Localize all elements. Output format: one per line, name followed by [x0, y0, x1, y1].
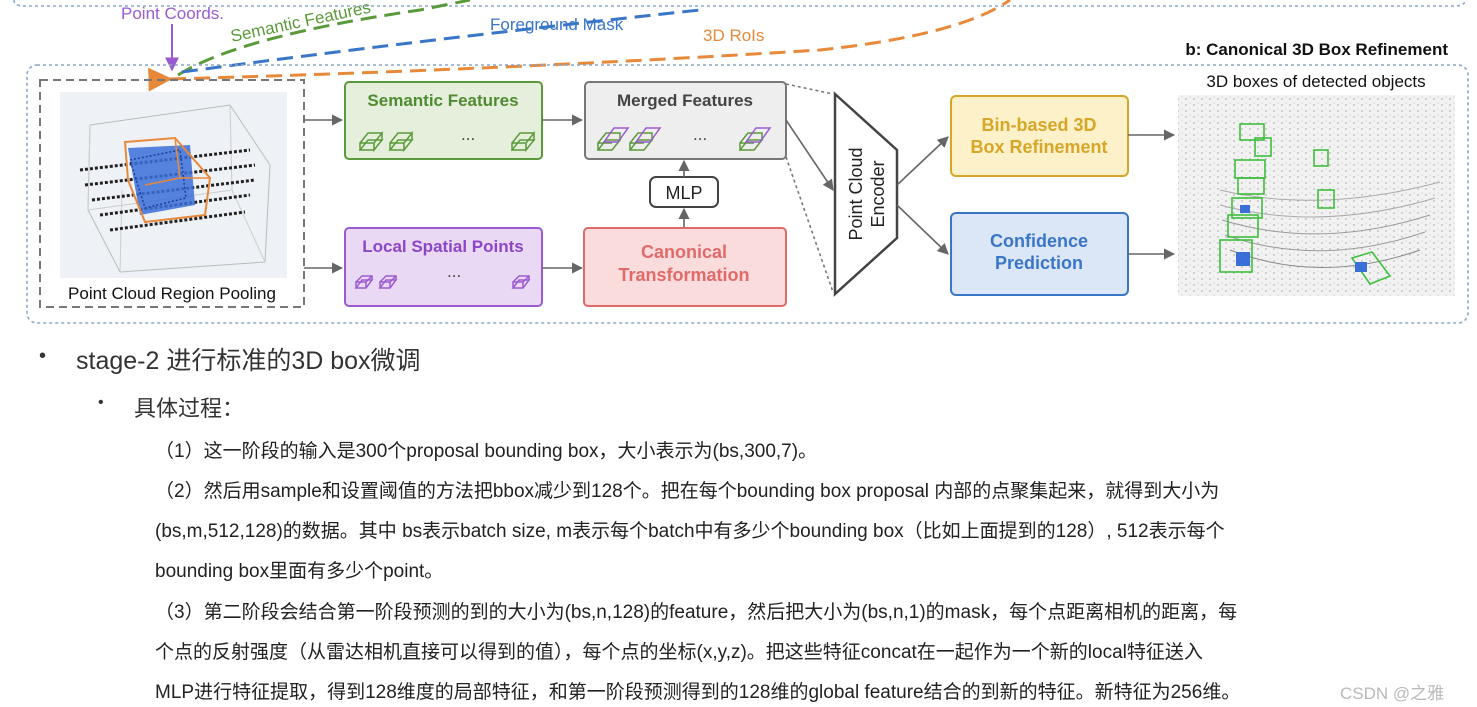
paragraph-line-5: （3）第二阶段会结合第一阶段预测的到的大小为(bs,n,128)的feature… [155, 602, 1238, 623]
encoder-block [833, 91, 899, 297]
bin-refinement-line-2: Box Refinement [970, 137, 1107, 157]
foreground-mask-curve [181, 8, 701, 74]
paragraph-line-3: (bs,m,512,128)的数据。其中 bs表示batch size, m表示… [155, 521, 1225, 542]
local-ellipsis: ... [447, 262, 461, 281]
local-spatial-points-title: Local Spatial Points [362, 237, 524, 256]
arrow-encoder-to-confidence [896, 204, 949, 255]
rois-label: 3D RoIs [703, 26, 764, 45]
rois-curve [148, 0, 1011, 92]
arrow-merged-to-encoder [785, 119, 834, 191]
bullet-process: 具体过程： [134, 396, 245, 421]
top-panel-border [13, 0, 1466, 7]
merged-features-title: Merged Features [617, 91, 753, 110]
merged-feature-cubes [596, 127, 772, 151]
point-cloud-image [60, 92, 287, 278]
bullet-stage-2: stage-2 进行标准的3D box微调 [76, 347, 421, 375]
point-coords-label: Point Coords. [121, 4, 224, 23]
watermark: CSDN @之雅 [1340, 684, 1445, 703]
local-spatial-points-box [344, 227, 543, 307]
foreground-mask-label: Foreground Mask [490, 15, 624, 34]
pipeline-figure: Point Coords. Semantic Features Foregrou… [13, 0, 1469, 324]
arrow-encoder-to-bin [896, 136, 949, 186]
panel-title: b: Canonical 3D Box Refinement [1185, 40, 1448, 59]
encoder-line-2: Encoder [868, 160, 888, 227]
detected-objects-image [1178, 95, 1455, 296]
bullet-dot-1: • [39, 345, 47, 367]
dotted-merged-to-encoder-bottom [785, 156, 834, 293]
canonical-line-1: Canonical [641, 242, 727, 262]
paragraph-line-6: 个点的反射强度（从雷达相机直接可以得到的值），每个点的坐标(x,y,z)。把这些… [155, 642, 1203, 663]
region-pooling-box [39, 79, 305, 308]
semantic-ellipsis: ... [461, 125, 475, 144]
canonical-line-2: Transformation [618, 265, 749, 285]
region-pooling-label: Point Cloud Region Pooling [68, 284, 276, 303]
semantic-features-curve [177, 0, 471, 77]
dotted-merged-to-encoder [785, 83, 834, 95]
confidence-line-1: Confidence [990, 231, 1088, 251]
paragraph-line-1: （1）这一阶段的输入是300个proposal bounding box，大小表… [155, 441, 818, 462]
mlp-label: MLP [665, 183, 702, 203]
local-point-cubes [354, 275, 531, 289]
confidence-line-2: Prediction [995, 253, 1083, 273]
paragraph-line-7: MLP进行特征提取，得到128维度的局部特征，和第一阶段预测得到的128维的gl… [155, 682, 1241, 703]
canonical-transformation-box [583, 227, 787, 307]
refinement-panel [26, 64, 1469, 324]
semantic-features-title: Semantic Features [367, 91, 518, 110]
paragraph-line-4: bounding box里面有多少个point。 [155, 561, 444, 582]
paragraph-line-2: （2）然后用sample和设置阈值的方法把bbox减少到128个。把在每个bou… [155, 481, 1220, 502]
encoder-line-1: Point Cloud [846, 147, 866, 240]
merged-ellipsis: ... [693, 125, 707, 144]
semantic-feature-cubes [358, 130, 536, 153]
semantic-features-curve-label: Semantic Features [229, 0, 373, 46]
detected-objects-title: 3D boxes of detected objects [1206, 72, 1425, 91]
bin-refinement-box [950, 95, 1129, 177]
bullet-dot-2: • [98, 394, 104, 411]
bin-refinement-line-1: Bin-based 3D [981, 115, 1096, 135]
